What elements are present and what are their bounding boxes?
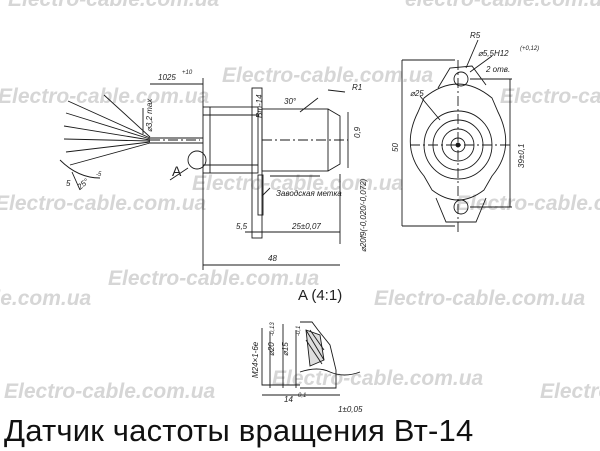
watermark-text: Electro-cable.com.ua	[500, 85, 600, 108]
dim-holes-count: 2 отв.	[485, 65, 510, 74]
label-detail-a: A	[172, 163, 182, 179]
watermark-text: Electro-cable.com.ua	[222, 64, 434, 87]
dim-angle-25-tol: -5	[96, 172, 102, 178]
label-detail-view: A (4:1)	[298, 287, 342, 304]
watermark-text: electro-cable.com.ua	[405, 0, 600, 11]
dim-55: 5,5	[236, 222, 248, 231]
dim-diameter-20-tol: -0,13	[270, 322, 276, 336]
watermark-text: Electro-cable.com.ua	[374, 287, 586, 310]
front-view	[401, 39, 512, 235]
dim-diameter-20: ⌀20	[267, 342, 276, 356]
dim-wire-length: 1025	[158, 73, 176, 82]
dim-angle-25: 25°	[75, 176, 91, 192]
dim-hole: ⌀5,5H12	[478, 49, 509, 58]
watermark-layer: Electro-cable.com.ua electro-cable.com.u…	[0, 0, 600, 403]
dim-1: 1±0,05	[338, 405, 363, 414]
wire-bundle	[63, 94, 151, 166]
label-model: Вт-14	[255, 94, 264, 118]
dimension-labels: 1025 +10 ⌀3,2 max 30° R1 0,9 Вт-14 25° -…	[66, 31, 539, 414]
dim-diameter-15-tol: -0,1	[296, 326, 302, 336]
dim-diameter-15: ⌀15	[281, 342, 290, 356]
dim-angle-30: 30°	[284, 97, 297, 106]
dim-diameter-32: ⌀3,2 max	[145, 98, 154, 132]
dim-m24: M24×1-6e	[251, 341, 260, 378]
dim-09: 0,9	[353, 126, 362, 138]
dim-wire-length-tol: +10	[182, 70, 193, 76]
dim-25: 25±0,07	[291, 222, 321, 231]
watermark-text: Electro-cable.com.ua	[108, 267, 320, 290]
watermark-text: Electro-cable.com.ua	[456, 192, 600, 215]
watermark-text: Electro-cable.com.ua	[0, 85, 210, 108]
dim-radius-r1: R1	[352, 83, 362, 92]
dim-48: 48	[268, 254, 277, 263]
dim-14-tol: -0,1	[296, 393, 306, 399]
dim-39: 39±0,1	[517, 144, 526, 168]
dim-thread: ⌀20f9(-0,020/-0,072)	[359, 178, 368, 252]
dim-14: 14	[284, 395, 293, 404]
dim-radius-r5: R5	[470, 31, 481, 40]
dim-diameter-25: ⌀25	[410, 89, 424, 98]
dim-50: 50	[391, 143, 400, 152]
detail-a-view	[261, 321, 361, 396]
watermark-text: Electro-cable.com.ua	[0, 192, 207, 215]
watermark-text: Electro-cable.com.ua	[540, 380, 600, 403]
page-title: Датчик частоты вращения Вт-14	[4, 413, 474, 448]
dim-5: 5	[66, 179, 71, 188]
label-factory-mark: Заводская метка	[276, 189, 342, 198]
watermark-text: Electro-cable.com.ua	[192, 172, 404, 195]
watermark-text: Electro-cable.com.ua	[8, 0, 220, 11]
watermark-text: Electro-cable.com.ua	[0, 287, 92, 310]
dim-hole-tol: (+0,12)	[520, 46, 539, 52]
watermark-text: Electro-cable.com.ua	[4, 380, 216, 403]
watermark-text: Electro-cable.com.ua	[272, 367, 484, 390]
side-view	[59, 78, 349, 270]
